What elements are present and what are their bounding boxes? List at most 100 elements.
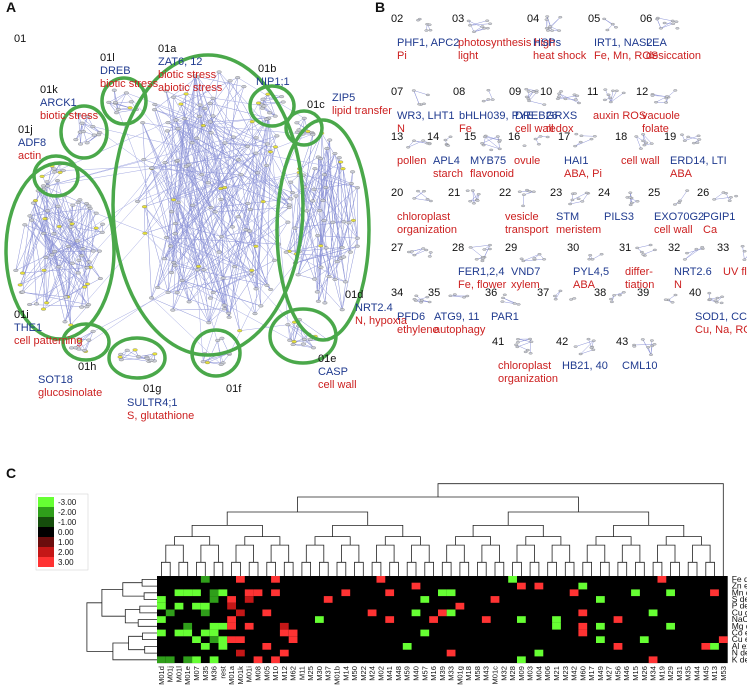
network-node (144, 356, 150, 360)
module-node (658, 27, 663, 30)
module-node (555, 97, 560, 100)
module-27: 27 (391, 242, 433, 258)
module-edge (522, 194, 525, 206)
network-node (293, 194, 299, 198)
network-node (210, 290, 216, 294)
column-label: M27 (605, 666, 614, 681)
network-node (44, 301, 50, 305)
network-edge (213, 260, 275, 293)
network-edge (151, 167, 314, 348)
module-genes: PILS3 (604, 211, 634, 223)
module-edge (470, 244, 491, 248)
network-node (182, 117, 187, 121)
network-edge (194, 75, 257, 289)
row-label: Cu excess (732, 634, 747, 644)
column-label: M12 (280, 666, 289, 681)
heatmap-cell (157, 629, 166, 637)
network-edge (304, 118, 309, 132)
column-label: M37 (324, 666, 333, 681)
label-01b: 01b NIP1;1 (256, 63, 290, 88)
module-id: 24 (598, 187, 610, 199)
network-edge (77, 240, 101, 279)
module-node (553, 298, 558, 301)
module-node (673, 89, 678, 92)
heatmap-cell (596, 636, 605, 643)
dendrogram-branch (143, 592, 157, 600)
network-edge (268, 118, 290, 341)
column-label: M36 (210, 666, 219, 681)
module-edge (559, 93, 580, 104)
module-21: 21 (448, 187, 481, 205)
module-node (462, 296, 467, 299)
module-node (529, 340, 534, 343)
network-edge (188, 207, 290, 302)
module-node (611, 89, 615, 92)
network-node (148, 358, 154, 362)
module-edge (414, 190, 425, 199)
network-node (314, 290, 320, 294)
network-edge (45, 232, 103, 258)
network-edge (197, 76, 244, 87)
network-edge (321, 133, 336, 280)
module-node (589, 346, 594, 349)
network-node (253, 151, 259, 155)
dendrogram-branch (319, 561, 329, 576)
module-edge (488, 90, 493, 100)
module-node (416, 19, 421, 22)
network-node (311, 346, 316, 350)
dendrogram-branch (472, 525, 544, 537)
legend-value: 0.00 (58, 528, 74, 537)
heatmap-cell (385, 616, 395, 623)
module-node (419, 301, 424, 304)
dendrogram-branch (314, 536, 351, 546)
heatmap-cell (569, 589, 579, 597)
module-node (605, 28, 610, 32)
module-node (412, 139, 416, 142)
network-node (127, 106, 133, 110)
module-edge (484, 136, 500, 141)
network-edge (172, 86, 245, 311)
network-edge (177, 216, 239, 293)
network-edge (199, 116, 247, 230)
module-function: tiation (625, 279, 654, 291)
module-edge (469, 20, 488, 26)
module-node (448, 294, 453, 297)
row-label: NaCl excess (732, 614, 747, 624)
module-function: cell wall (621, 155, 660, 167)
network-edge (142, 122, 205, 270)
heatmap-cell (446, 609, 456, 617)
network-edge (208, 203, 249, 323)
network-edge (47, 210, 103, 233)
module-edge (686, 248, 703, 254)
cluster-01b-outline (248, 84, 296, 128)
network-node (13, 268, 19, 272)
network-node (183, 92, 189, 96)
network-node (100, 222, 106, 226)
label-01k-id: 01k (40, 84, 58, 96)
module-node (412, 298, 417, 301)
network-edge (151, 297, 209, 323)
heatmap-cell (648, 656, 658, 664)
network-node (34, 302, 39, 306)
module-node (419, 299, 424, 302)
network-edge (232, 137, 234, 227)
network-node (169, 210, 174, 214)
network-node (84, 305, 90, 309)
network-edge (81, 142, 226, 308)
column-label: M21 (552, 666, 561, 681)
network-edge (320, 133, 322, 246)
network-edge (29, 215, 60, 267)
network-node (286, 206, 292, 209)
heatmap-cell (174, 602, 184, 610)
column-label: M01b (333, 666, 342, 685)
network-edge (224, 174, 304, 188)
module-node (526, 90, 531, 93)
column-label: M17 (587, 666, 596, 681)
network-node (340, 167, 346, 171)
network-edge (45, 257, 91, 268)
cluster-01f-outline (190, 328, 242, 378)
heatmap-cell (209, 596, 219, 603)
module-node (671, 22, 676, 25)
